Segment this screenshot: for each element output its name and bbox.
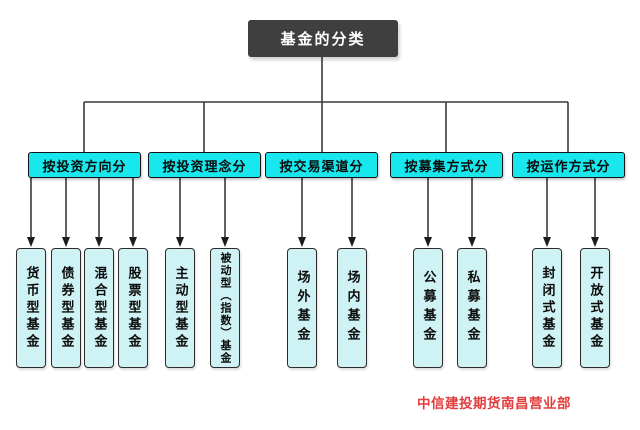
- leaf-label: 开放式基金: [587, 265, 603, 351]
- category-node-operation-mode: 按运作方式分: [512, 152, 625, 178]
- leaf-label: 货币型基金: [23, 265, 39, 351]
- leaf-node-hybrid-fund: 混合型基金: [84, 248, 114, 368]
- leaf-node-bond-fund: 债券型基金: [51, 248, 81, 368]
- category-node-trading-channel: 按交易渠道分: [265, 152, 378, 178]
- leaf-node-otc-fund: 场外基金: [287, 248, 317, 368]
- leaf-label: 股票型基金: [125, 265, 141, 351]
- leaf-label: 场内基金: [344, 270, 360, 346]
- category-node-fundraising-method: 按募集方式分: [390, 152, 503, 178]
- watermark-text: 中信建投期货南昌营业部: [417, 396, 571, 412]
- leaf-label: 场外基金: [294, 270, 310, 346]
- leaf-label: 公募基金: [420, 270, 436, 346]
- leaf-label: 封闭式基金: [539, 265, 555, 351]
- leaf-node-money-fund: 货币型基金: [16, 248, 46, 368]
- leaf-node-public-fund: 公募基金: [413, 248, 443, 368]
- leaf-node-private-fund: 私募基金: [457, 248, 487, 368]
- leaf-label: 主动型基金: [172, 265, 188, 351]
- leaf-node-closed-end-fund: 封闭式基金: [532, 248, 562, 368]
- leaf-node-stock-fund: 股票型基金: [118, 248, 148, 368]
- leaf-node-passive-index-fund: 被动型（指数）基金: [210, 248, 240, 368]
- root-node: 基金的分类: [248, 20, 398, 57]
- leaf-node-exchange-fund: 场内基金: [337, 248, 367, 368]
- leaf-label: 债券型基金: [58, 265, 74, 351]
- leaf-label: 被动型（指数）基金: [219, 251, 232, 365]
- leaf-label: 混合型基金: [91, 265, 107, 351]
- category-node-investment-philosophy: 按投资理念分: [148, 152, 261, 178]
- category-node-investment-direction: 按投资方向分: [28, 152, 141, 178]
- leaf-node-active-fund: 主动型基金: [165, 248, 195, 368]
- leaf-label: 私募基金: [464, 270, 480, 346]
- leaf-node-open-end-fund: 开放式基金: [580, 248, 610, 368]
